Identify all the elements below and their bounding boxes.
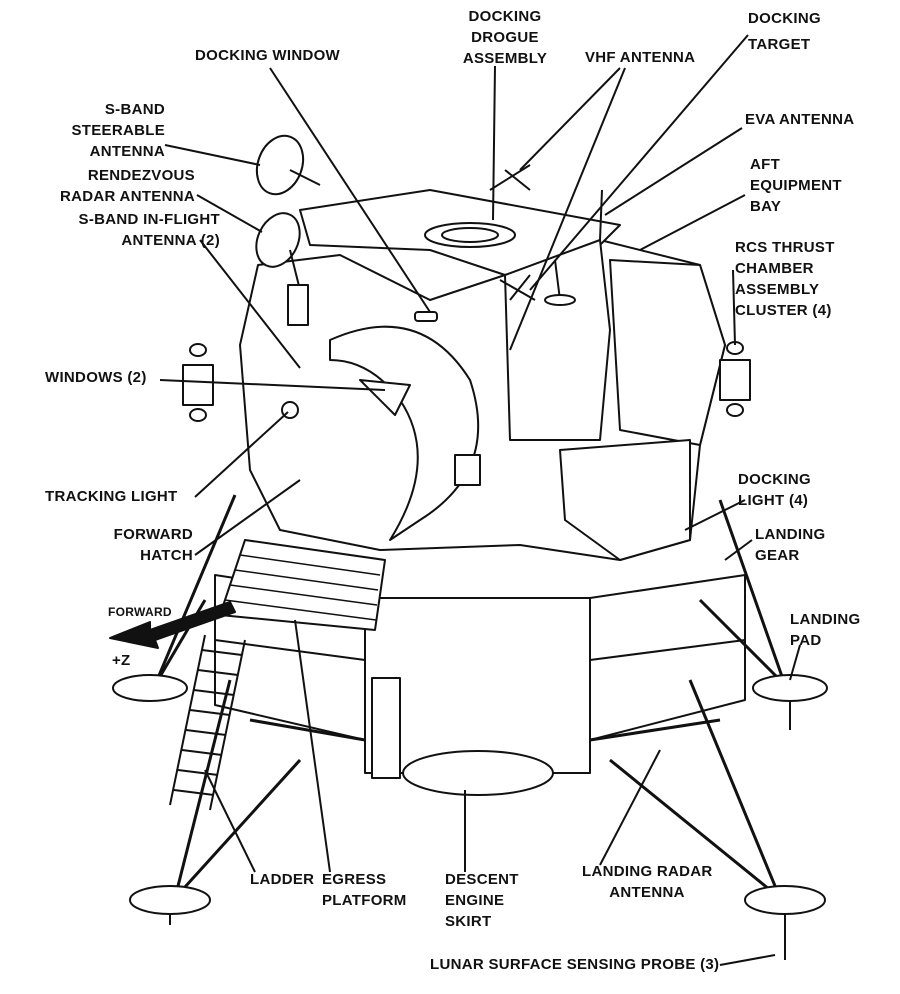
label-line: DOCKING — [748, 10, 821, 27]
label-line: RENDEZVOUS — [87, 167, 195, 184]
rcs-thruster-clusters — [182, 341, 751, 486]
label-line: DOCKING WINDOW — [195, 47, 341, 64]
label-line: BAY — [750, 198, 782, 215]
label-egress-platform: EGRESS PLATFORM — [322, 869, 407, 911]
label-line: DOCKING — [738, 471, 811, 488]
label-line: +Z — [112, 652, 131, 669]
egress-platform — [219, 539, 386, 631]
label-aft-equipment-bay: AFT EQUIPMENT BAY — [750, 154, 842, 217]
label-line: S-BAND — [104, 101, 165, 118]
label-line: EGRESS — [322, 871, 387, 888]
label-vhf-antenna: VHF ANTENNA — [585, 47, 695, 68]
label-plus-z: +Z — [112, 650, 131, 671]
label-line: TRACKING LIGHT — [45, 488, 178, 505]
label-line: STEERABLE — [71, 122, 165, 139]
label-s-band-steerable-antenna: S-BAND STEERABLE ANTENNA — [40, 99, 165, 162]
label-line: HATCH — [140, 547, 193, 564]
label-line: GEAR — [755, 547, 800, 564]
label-lunar-surface-sensing-probe: LUNAR SURFACE SENSING PROBE (3) — [430, 954, 719, 975]
label-line: PAD — [790, 632, 822, 649]
label-line: LANDING — [755, 526, 826, 543]
label-docking-target: DOCKING TARGET — [748, 6, 821, 58]
label-ladder: LADDER — [250, 869, 314, 890]
label-line: LIGHT (4) — [738, 492, 809, 509]
label-rcs-thrust-chamber: RCS THRUST CHAMBER ASSEMBLY CLUSTER (4) — [735, 237, 835, 321]
label-line: CLUSTER (4) — [735, 302, 832, 319]
label-line: ANTENNA — [89, 143, 165, 160]
label-line: EVA ANTENNA — [745, 111, 855, 128]
label-line: ENGINE — [445, 892, 505, 909]
label-line: PLATFORM — [322, 892, 407, 909]
label-tracking-light: TRACKING LIGHT — [45, 486, 178, 507]
label-docking-light: DOCKING LIGHT (4) — [738, 469, 811, 511]
label-line: ANTENNA — [609, 884, 685, 901]
label-line: WINDOWS (2) — [45, 369, 147, 386]
label-line: CHAMBER — [735, 260, 814, 277]
label-line: RADAR ANTENNA — [59, 188, 195, 205]
label-docking-window: DOCKING WINDOW — [195, 45, 340, 66]
label-line: VHF ANTENNA — [585, 49, 696, 66]
label-line: ANTENNA (2) — [121, 232, 220, 249]
leader-lines — [159, 34, 801, 966]
label-line: ASSEMBLY — [735, 281, 820, 298]
antennas — [255, 134, 536, 326]
label-forward-hatch: FORWARD HATCH — [90, 524, 193, 566]
label-landing-pad: LANDING PAD — [790, 609, 860, 651]
label-line: DOCKING — [468, 8, 542, 25]
label-line: FORWARD — [108, 605, 172, 619]
label-eva-antenna: EVA ANTENNA — [745, 109, 854, 130]
label-windows: WINDOWS (2) — [45, 367, 147, 388]
label-line: LUNAR SURFACE SENSING PROBE (3) — [430, 956, 720, 973]
ladder — [169, 634, 246, 811]
label-line: EQUIPMENT — [750, 177, 842, 194]
landing-pads — [112, 674, 828, 960]
label-line: FORWARD — [113, 526, 193, 543]
label-line: RCS THRUST — [735, 239, 835, 256]
label-line: AFT — [750, 156, 781, 173]
label-line: SKIRT — [445, 913, 492, 930]
descent-engine-skirt — [402, 750, 554, 796]
label-descent-engine-skirt: DESCENT ENGINE SKIRT — [445, 869, 519, 932]
label-line: ASSEMBLY — [462, 50, 548, 67]
label-line: DESCENT — [445, 871, 519, 888]
label-line: LADDER — [250, 871, 315, 888]
forward-arrow-icon — [109, 601, 236, 649]
label-landing-gear: LANDING GEAR — [755, 524, 825, 566]
label-line: S-BAND IN-FLIGHT — [78, 211, 220, 228]
label-rendezvous-radar-antenna: RENDEZVOUS RADAR ANTENNA — [20, 165, 195, 207]
label-s-band-inflight-antenna: S-BAND IN-FLIGHT ANTENNA (2) — [20, 209, 220, 251]
label-forward-direction: FORWARD — [108, 602, 172, 623]
ascent-stage — [239, 189, 726, 561]
label-line: LANDING RADAR — [582, 863, 713, 880]
label-landing-radar-antenna: LANDING RADAR ANTENNA — [582, 861, 713, 903]
label-line: LANDING — [790, 611, 861, 628]
label-line: TARGET — [748, 36, 811, 53]
label-line: DROGUE — [471, 29, 539, 46]
label-docking-drogue-assembly: DOCKING DROGUE ASSEMBLY — [450, 6, 560, 69]
